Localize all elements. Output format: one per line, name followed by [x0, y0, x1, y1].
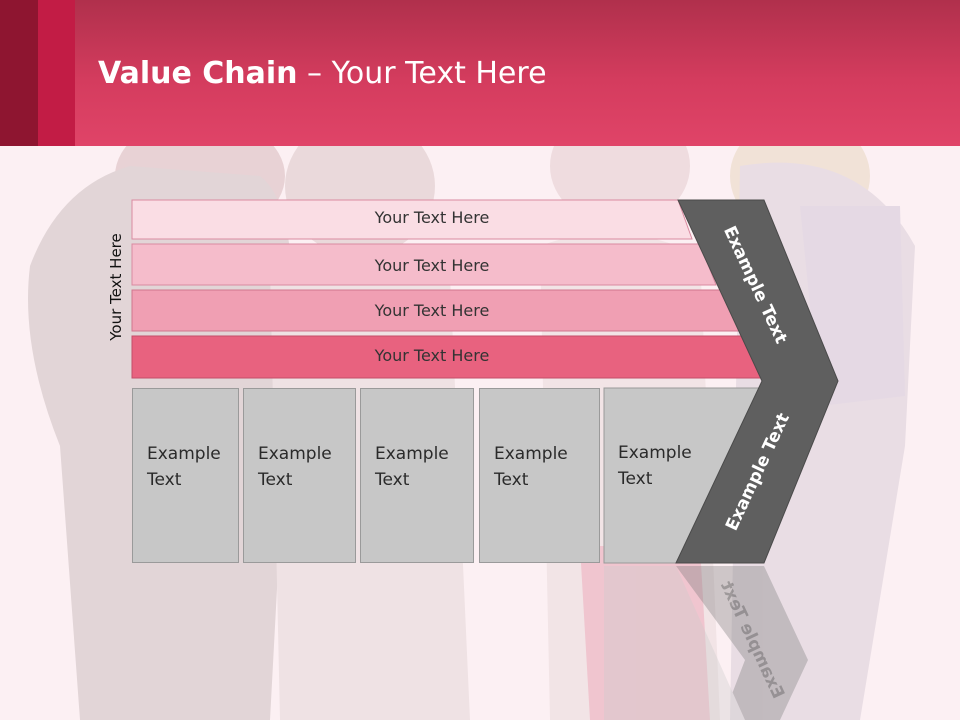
title-rest: – Your Text Here	[297, 56, 547, 91]
slide-title: Value Chain – Your Text Here	[98, 52, 547, 96]
ribbon-label-4: Your Text Here	[374, 346, 490, 365]
header-accent-mid	[38, 0, 75, 146]
ribbon-1	[131, 199, 693, 240]
side-label: Your Text Here	[107, 233, 125, 341]
header-bar: Value Chain – Your Text Here	[0, 0, 960, 146]
chevron-reflection	[604, 566, 808, 720]
header-accent-dark	[0, 0, 38, 146]
ribbon-label-2: Your Text Here	[374, 256, 490, 275]
ribbon-label-3: Your Text Here	[374, 301, 490, 320]
ribbon-label-1: Your Text Here	[374, 208, 490, 227]
chevron-arrow	[675, 199, 839, 564]
ribbon-2	[131, 243, 717, 286]
title-bold: Value Chain	[98, 56, 298, 91]
